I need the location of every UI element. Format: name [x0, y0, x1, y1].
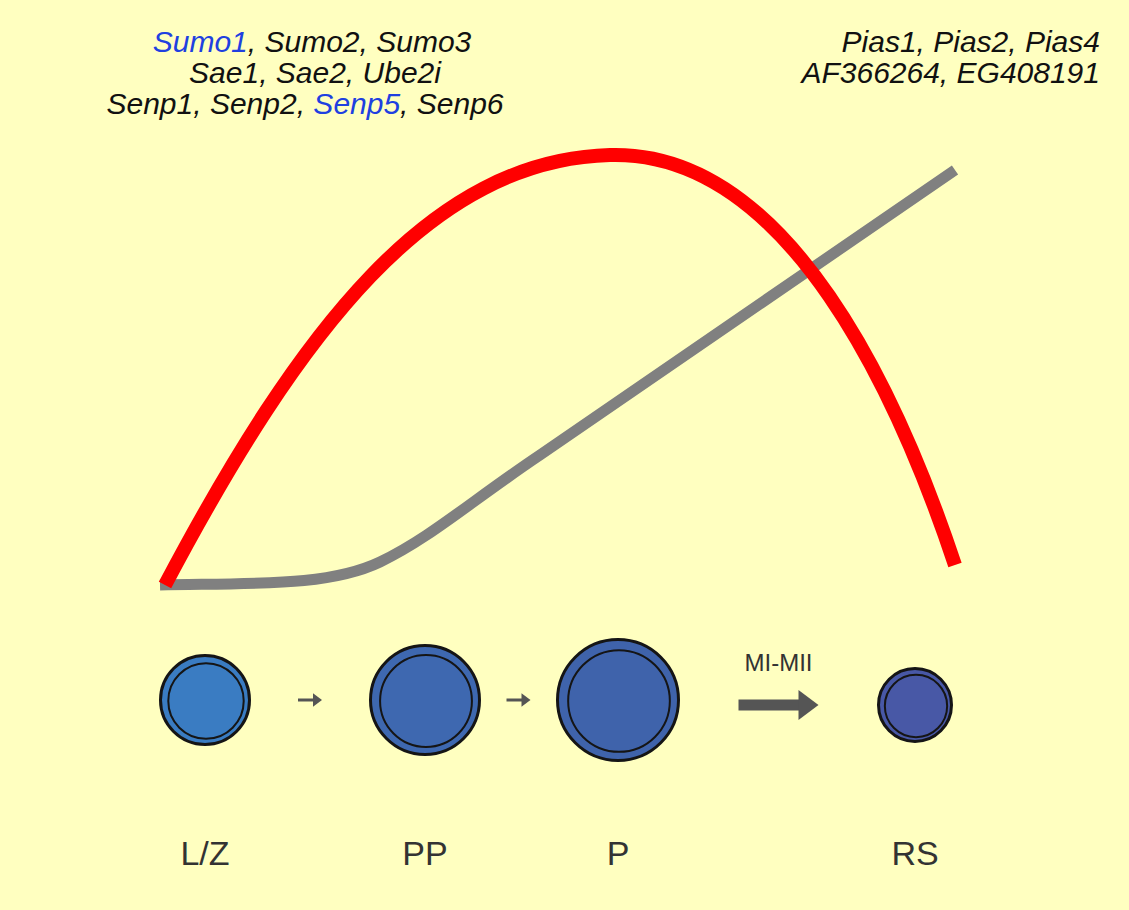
gene-name: Senp5: [313, 87, 400, 120]
arrow-shaft: [507, 699, 523, 702]
arrow-head: [522, 693, 531, 707]
cell-nucleus: [380, 655, 472, 747]
gene-list-line: AF366264, EG408191: [801, 57, 1100, 89]
stage-arrow: [298, 693, 322, 707]
red-curve: [165, 155, 955, 585]
cell-shape: [369, 644, 481, 756]
cell-nucleus: [568, 650, 670, 752]
stage-label: RS: [891, 834, 938, 873]
gene-name: , Senp6: [400, 87, 503, 120]
arrow-head: [799, 690, 819, 720]
cell-nucleus: [885, 675, 947, 737]
cell-membrane: [879, 669, 952, 742]
cell: P: [556, 638, 680, 762]
stage-label: P: [607, 834, 630, 873]
arrow-shaft: [739, 700, 800, 711]
cell: L/Z: [159, 654, 251, 746]
cell-membrane: [371, 646, 480, 755]
cell-shape: [877, 667, 953, 743]
gene-name: Sumo1: [153, 25, 248, 58]
cell: PP: [369, 644, 481, 756]
arrow-head: [313, 693, 322, 707]
gene-name: AF366264, EG408191: [801, 56, 1100, 89]
edge-label: MI-MII: [745, 649, 813, 677]
gray-curve: [160, 170, 955, 585]
cell-membrane: [558, 640, 679, 761]
cell: RS: [877, 667, 953, 743]
stage-label: L/Z: [180, 834, 229, 873]
gene-name: Sae1, Sae2, Ube2i: [189, 56, 441, 89]
gene-list-line: Sae1, Sae2, Ube2i: [189, 57, 441, 89]
gene-list-line: Sumo1, Sumo2, Sumo3: [153, 26, 472, 58]
gene-name: Pias1, Pias2, Pias4: [842, 25, 1100, 58]
gene-name: , Sumo2, Sumo3: [248, 25, 471, 58]
gene-name: Senp1, Senp2,: [106, 87, 305, 120]
stage-arrow: [739, 690, 819, 720]
cell-shape: [159, 654, 251, 746]
arrow-shaft: [298, 699, 314, 702]
cell-membrane: [161, 656, 250, 745]
cell-nucleus: [168, 663, 243, 738]
stage-label: PP: [402, 834, 447, 873]
gene-list-line: Pias1, Pias2, Pias4: [842, 26, 1100, 58]
cell-shape: [556, 638, 680, 762]
gene-list-line: Senp1, Senp2,Senp5, Senp6: [106, 88, 503, 120]
stage-arrow: [507, 693, 531, 707]
